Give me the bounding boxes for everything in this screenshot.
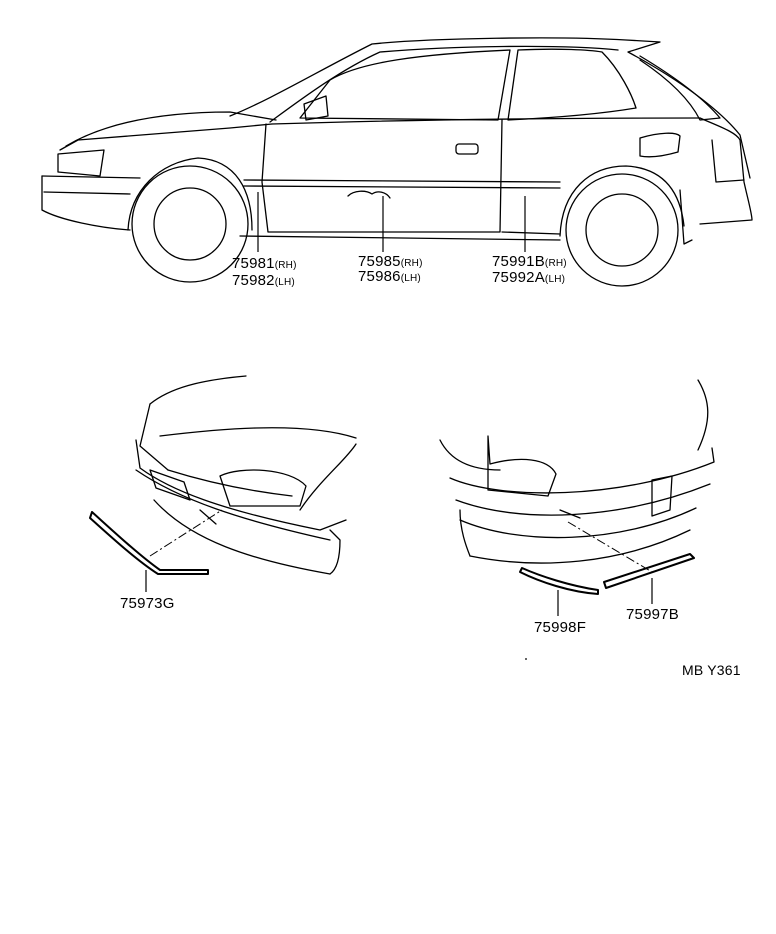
part-label-75981: 75981(RH) [232,255,297,272]
part-label-75973G: 75973G [120,595,175,612]
figure-code: MB Y361 [682,662,741,678]
rear-bumper-view [439,379,715,616]
part-label-75992A: 75992A(LH) [492,269,566,286]
part-label-75985: 75985(RH) [358,253,423,270]
part-label-75997B: 75997B [626,606,679,623]
part-label-75986: 75986(LH) [358,268,421,285]
part-label-75982: 75982(LH) [232,272,295,289]
part-label-75991B: 75991B(RH) [492,253,567,270]
front-bumper-view [89,375,357,592]
car-side-view [41,37,753,287]
part-label-75998F: 75998F [534,619,587,636]
